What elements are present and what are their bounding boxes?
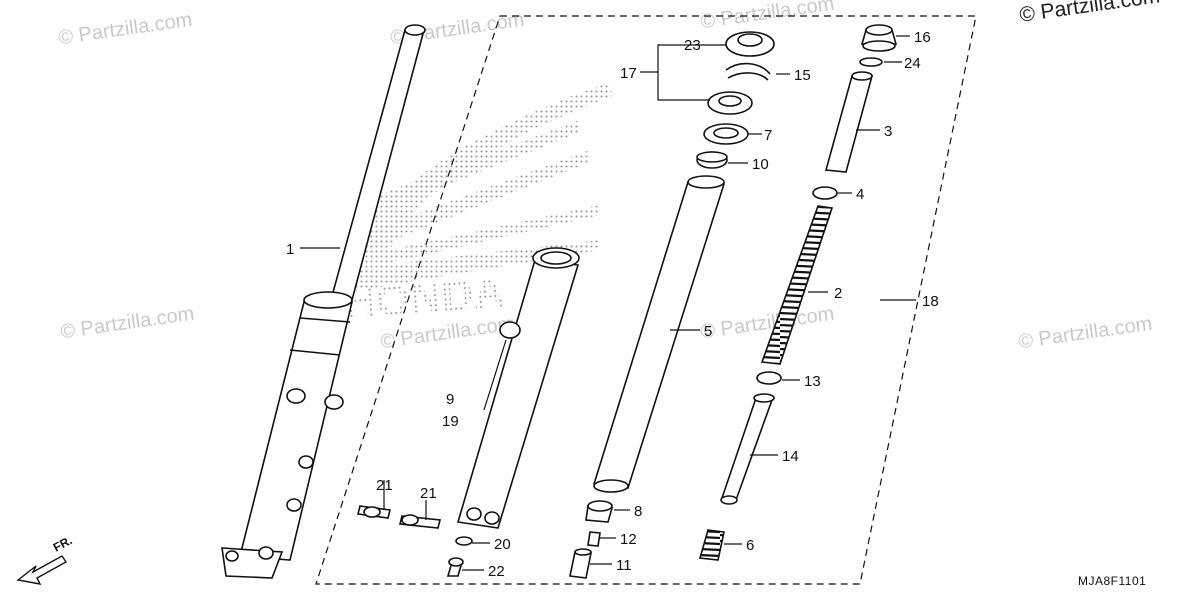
callout-3: 3 — [884, 123, 892, 140]
callout-21: 21 — [376, 477, 393, 494]
bolts — [357, 505, 473, 577]
callout-7: 7 — [764, 127, 772, 144]
spacer-part-3 — [824, 71, 874, 173]
piece-part-12 — [587, 531, 601, 547]
callout-24: 24 — [904, 55, 921, 72]
spring-part-6 — [698, 529, 725, 561]
callout-19: 19 — [442, 413, 459, 430]
callout-8: 8 — [634, 503, 642, 520]
ring-part-13 — [756, 371, 782, 385]
fork-cap-part-16 — [859, 24, 898, 67]
callout-9: 9 — [446, 391, 454, 408]
washer-part-4 — [812, 186, 838, 200]
callout-22: 22 — [488, 563, 505, 580]
callout-11: 11 — [616, 557, 632, 574]
callout-2: 2 — [834, 285, 842, 302]
brand-text: HONDA — [342, 268, 506, 328]
callout-labels: 1 2 3 4 5 6 7 8 9 19 10 11 12 13 14 15 1… — [286, 29, 939, 580]
callout-14: 14 — [782, 448, 799, 465]
callout-20: 20 — [494, 536, 511, 553]
callout-5: 5 — [704, 323, 712, 340]
piece-part-11 — [569, 548, 592, 579]
callout-4: 4 — [856, 186, 864, 203]
callout-18: 18 — [922, 293, 939, 310]
assembly-outline — [315, 15, 977, 585]
callout-21: 21 — [420, 485, 437, 502]
callout-10: 10 — [752, 156, 769, 173]
front-direction-arrow: FR. — [16, 533, 75, 585]
callout-23: 23 — [684, 37, 701, 54]
callout-17: 17 — [620, 65, 637, 82]
callout-16: 16 — [914, 29, 931, 46]
seal-stack — [696, 31, 775, 169]
spring-part-2 — [760, 205, 834, 365]
piece-part-8 — [585, 500, 614, 523]
callout-12: 12 — [620, 531, 637, 548]
fork-assembly-part-1 — [221, 24, 426, 579]
direction-label: FR. — [51, 533, 75, 554]
callout-15: 15 — [794, 67, 811, 84]
inner-tube-part-5 — [592, 175, 726, 493]
callout-1: 1 — [286, 241, 294, 258]
damper-rod-part-14 — [720, 393, 775, 505]
callout-13: 13 — [804, 373, 821, 390]
callout-6: 6 — [746, 537, 754, 554]
leader-lines — [300, 35, 916, 571]
outer-tube-part-9 — [456, 247, 580, 529]
diagram-code: MJA8F1101 — [1078, 574, 1147, 588]
